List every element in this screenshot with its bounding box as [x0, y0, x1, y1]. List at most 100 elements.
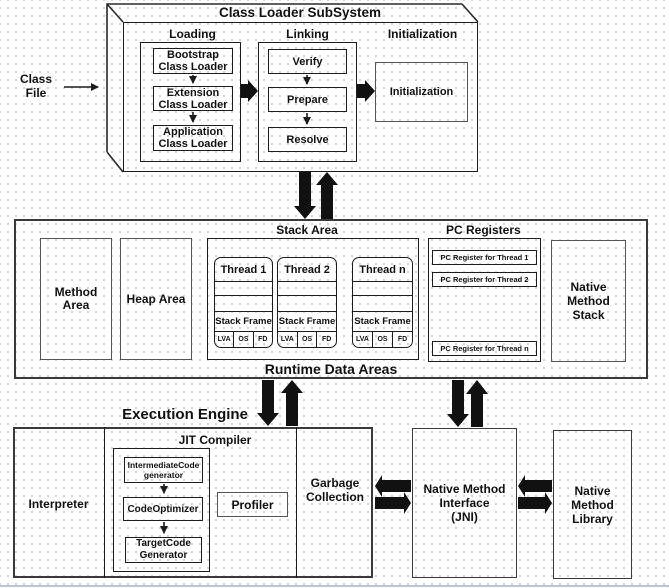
linking-group-box — [258, 42, 357, 162]
lva-cell: LVA — [356, 336, 369, 343]
box-text: Native Method — [423, 482, 506, 496]
extension-class-loader-box: Extension Class Loader — [153, 86, 233, 111]
thread-empty-row — [215, 282, 272, 296]
pc-register-thread-n: PC Register for Thread n — [432, 341, 537, 356]
box-text: Area — [62, 298, 90, 312]
heap-area-box: Heap Area — [120, 238, 192, 360]
arrow-down-runtime-to-jni — [447, 380, 469, 427]
arrow-up-jni-to-runtime — [466, 380, 488, 427]
arrow-garbage-to-jni — [375, 492, 411, 514]
box-text: Class Loader — [158, 61, 228, 73]
box-text: Collection — [305, 490, 364, 504]
arrow-linking-to-initialization — [357, 80, 375, 102]
box-text: Extension — [166, 86, 220, 99]
pc-registers-box — [428, 238, 541, 362]
thread-empty-row — [278, 296, 336, 312]
arrow-down-runtime-to-execution — [257, 380, 279, 426]
intermediate-code-generator-box: IntermediateCode generator — [124, 457, 203, 483]
box-text: (JNI) — [451, 510, 478, 524]
classloader-3d-edges — [106, 3, 479, 173]
box-text: Library — [572, 511, 613, 526]
runtime-data-areas-box — [14, 219, 648, 379]
fd-cell: FD — [392, 332, 412, 347]
fd-cell: FD — [316, 332, 336, 347]
stack-area-box — [207, 238, 419, 360]
stack-frame-cells: LVA OS FD — [353, 332, 412, 347]
arrow-jni-to-library — [518, 492, 552, 514]
thread-title: Thread n — [353, 258, 412, 282]
box-text: Application — [163, 126, 223, 138]
loading-label: Loading — [169, 27, 216, 41]
jit-compiler-label: JIT Compiler — [178, 433, 252, 447]
thread-empty-row — [278, 282, 336, 296]
box-text: Stack — [572, 308, 605, 322]
stack-frame-label: Stack Frame — [278, 312, 336, 332]
box-text: Generator — [139, 550, 188, 561]
lva-cell: LVA — [280, 336, 294, 343]
stack-frame-label: Stack Frame — [215, 312, 272, 332]
class-file-line1: Class — [19, 72, 53, 86]
arrow-down-classloader-to-runtime — [294, 172, 316, 219]
initialization-label: Initialization — [387, 27, 458, 41]
loading-group-box — [140, 42, 241, 162]
pc-register-thread-1: PC Register for Thread 1 — [432, 250, 537, 265]
box-text: Native — [570, 280, 607, 294]
jit-garbage-divider — [296, 427, 297, 578]
method-area-box: Method Area — [40, 238, 112, 360]
box-text: Garbage — [310, 476, 360, 490]
thread-1-box: Thread 1 Stack Frame LVA OS FD — [214, 257, 273, 348]
arrow-loading-to-linking — [241, 80, 258, 102]
arrow-up-execution-to-runtime — [281, 380, 303, 426]
box-text: Bootstrap — [167, 49, 219, 61]
execution-engine-title: Execution Engine — [122, 406, 248, 423]
arrow-up-runtime-to-classloader — [316, 172, 338, 219]
classloader-front-face — [123, 22, 478, 172]
resolve-box: Resolve — [268, 127, 347, 152]
box-text: IntermediateCode — [127, 460, 200, 470]
window-bottom-edge — [0, 585, 669, 587]
interpreter-jit-divider — [104, 427, 105, 578]
box-text: Method — [567, 294, 610, 308]
class-file-line2: File — [25, 86, 47, 100]
arrow-jni-to-library-back — [518, 475, 552, 497]
garbage-collection-label: Garbage Collection — [297, 476, 373, 504]
thread-empty-row — [353, 282, 412, 296]
execution-engine-box — [13, 427, 373, 578]
native-method-library-box: Native Method Library — [553, 430, 632, 579]
prepare-box: Prepare — [268, 87, 347, 112]
native-method-stack-box: Native Method Stack — [551, 240, 626, 362]
box-text: Interface — [439, 496, 490, 510]
box-text: Method — [54, 285, 98, 299]
jit-group-box — [113, 448, 210, 572]
initialization-box: Initialization — [375, 62, 468, 122]
stack-frame-cells: LVA OS FD — [215, 332, 272, 347]
jni-box: Native Method Interface (JNI) — [412, 428, 517, 578]
pc-registers-label: PC Registers — [446, 223, 521, 237]
os-cell: OS — [233, 332, 252, 347]
thread-title: Thread 2 — [278, 258, 336, 282]
target-code-generator-box: TargetCode Generator — [125, 537, 202, 563]
classloader-title: Class Loader SubSystem — [218, 5, 382, 20]
bootstrap-class-loader-box: Bootstrap Class Loader — [153, 48, 233, 74]
os-cell: OS — [296, 332, 317, 347]
box-text: generator — [143, 470, 184, 480]
runtime-data-areas-title: Runtime Data Areas — [264, 361, 398, 377]
fd-cell: FD — [252, 332, 272, 347]
lva-cell: LVA — [217, 336, 231, 343]
box-text: TargetCode — [136, 538, 191, 549]
pc-register-thread-2: PC Register for Thread 2 — [432, 272, 537, 287]
box-text: Class Loader — [158, 98, 228, 111]
stack-frame-cells: LVA OS FD — [278, 332, 336, 347]
thread-n-box: Thread n Stack Frame LVA OS FD — [352, 257, 413, 348]
stack-frame-label: Stack Frame — [353, 312, 412, 332]
profiler-box: Profiler — [217, 492, 288, 517]
box-text: Class Loader — [158, 138, 228, 150]
linking-label: Linking — [286, 27, 329, 41]
application-class-loader-box: Application Class Loader — [153, 125, 233, 151]
box-text: Native Method — [571, 483, 614, 512]
thread-empty-row — [215, 296, 272, 312]
interpreter-label: Interpreter — [28, 497, 89, 511]
os-cell: OS — [372, 332, 392, 347]
